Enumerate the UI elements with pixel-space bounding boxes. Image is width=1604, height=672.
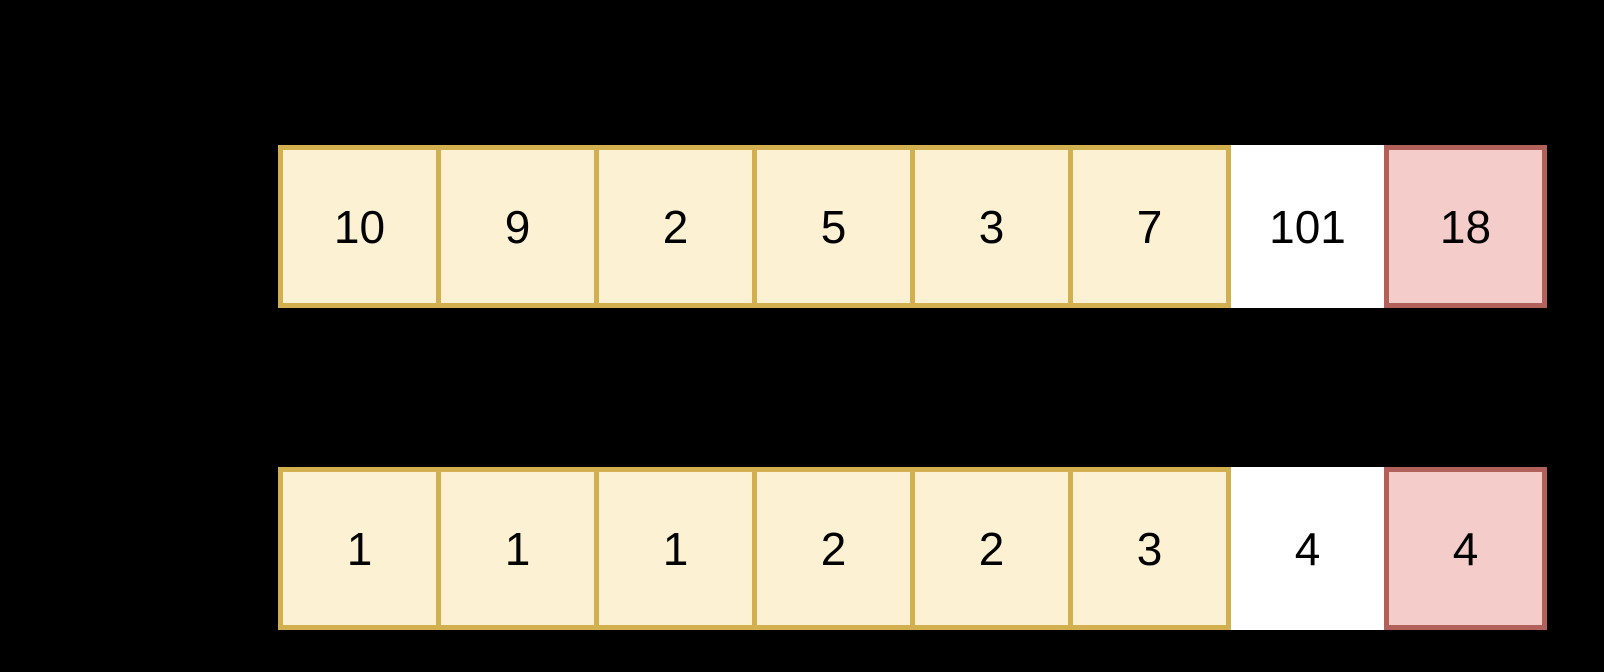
array-row-top: 10 9 2 5 3 7 101 18 — [278, 145, 1547, 308]
array-row-bottom: 1 1 1 2 2 3 4 4 — [278, 467, 1547, 630]
array-cell: 2 — [594, 145, 757, 308]
array-cell: 4 — [1226, 467, 1389, 630]
array-cell: 3 — [910, 145, 1073, 308]
array-cell: 9 — [436, 145, 599, 308]
array-cell: 1 — [436, 467, 599, 630]
array-cell: 1 — [594, 467, 757, 630]
array-cell: 10 — [278, 145, 441, 308]
array-cell: 18 — [1384, 145, 1547, 308]
array-cell: 1 — [278, 467, 441, 630]
array-cell: 4 — [1384, 467, 1547, 630]
array-cell: 2 — [752, 467, 915, 630]
array-cell: 101 — [1226, 145, 1389, 308]
array-cell: 5 — [752, 145, 915, 308]
array-cell: 3 — [1068, 467, 1231, 630]
array-cell: 2 — [910, 467, 1073, 630]
array-cell: 7 — [1068, 145, 1231, 308]
